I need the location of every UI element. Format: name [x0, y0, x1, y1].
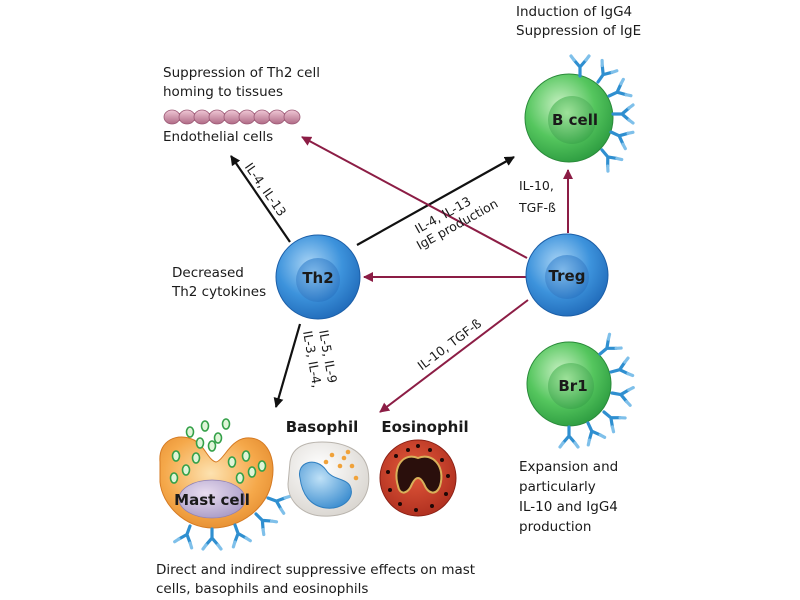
th2-homing-text-line1: Suppression of Th2 cell	[163, 65, 320, 81]
arrow-th2-to-bcell	[356, 156, 515, 246]
eosinophil-label: Eosinophil	[381, 418, 468, 436]
label-treg-bcell-tgfb: TGF-ß	[518, 200, 556, 215]
suppressive-effects-line2: cells, basophils and eosinophils	[156, 581, 368, 597]
th2-homing-text-line2: homing to tissues	[163, 84, 283, 100]
decreased-cytokines-line2: Th2 cytokines	[171, 284, 266, 300]
arrow-treg-to-endothelial	[301, 136, 528, 259]
arrow-th2-to-endothelial	[230, 155, 291, 243]
b-cell: B cell	[524, 54, 635, 173]
mast-cell-label: Mast cell	[174, 491, 250, 509]
eosinophil-cell	[379, 439, 457, 517]
arrows	[230, 136, 573, 413]
basophil-label: Basophil	[286, 418, 359, 436]
basophil-granules	[323, 449, 359, 481]
arrow-treg-to-eosinophil	[379, 299, 529, 413]
basophil-cell	[287, 441, 370, 517]
endothelial-cells	[163, 109, 301, 125]
br1-effect-line2: particularly	[519, 479, 596, 495]
ige-suppression-text: Suppression of IgE	[516, 23, 641, 39]
arrow-th2-to-mast-cell	[273, 323, 302, 408]
br1-cell: Br1	[526, 332, 635, 449]
th2-cell: Th2	[275, 234, 361, 320]
br1-label: Br1	[558, 377, 587, 395]
label-th2-bcell: IL-4, IL-13 IgE production	[412, 193, 500, 252]
th2-label: Th2	[302, 269, 333, 287]
treg-label: Treg	[549, 267, 586, 285]
mast-cell-granules	[169, 418, 267, 484]
label-treg-bcell-il10: IL-10,	[519, 178, 554, 193]
eosinophil-granules	[386, 444, 450, 512]
decreased-cytokines-line1: Decreased	[172, 265, 244, 281]
igg4-induction-text: Induction of IgG4	[516, 4, 632, 20]
endothelial-cells-label: Endothelial cells	[163, 129, 273, 145]
suppressive-effects-line1: Direct and indirect suppressive effects …	[156, 562, 475, 578]
label-treg-eosinophil-cytokines: IL-10, TGF-ß	[415, 316, 485, 374]
b-cell-label: B cell	[552, 111, 598, 129]
mast-cell: Mast cell	[159, 418, 292, 551]
br1-effect-line4: production	[519, 519, 592, 535]
label-th2-endothelial-cytokines: IL-4, IL-13	[242, 160, 290, 219]
br1-effect-line3: IL-10 and IgG4	[519, 499, 618, 515]
br1-effect-line1: Expansion and	[519, 459, 618, 475]
label-th2-mast: IL-3, IL-4, IL-5, IL-9	[300, 329, 340, 389]
treg-cell: Treg	[525, 233, 609, 317]
